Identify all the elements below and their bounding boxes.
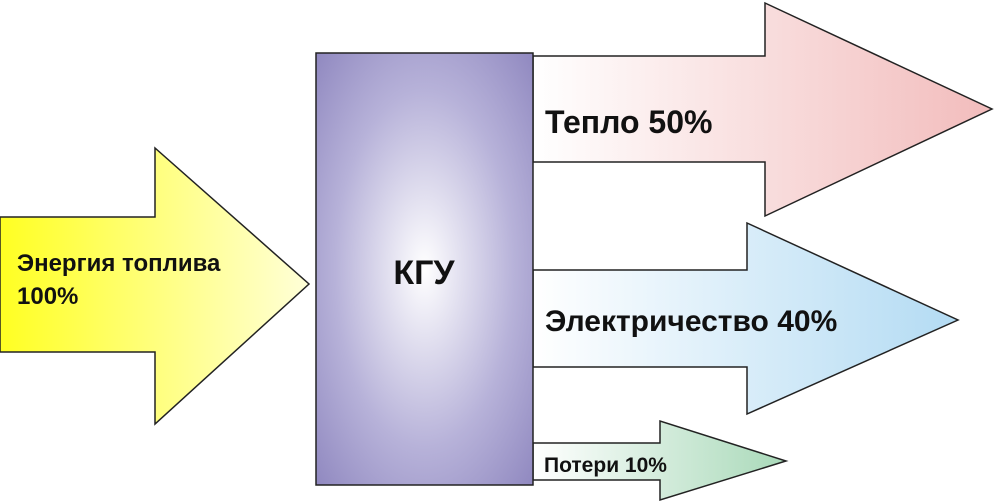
fuel-energy-arrow — [0, 146, 311, 426]
heat-arrow — [532, 1, 994, 218]
fuel-energy-label-line1: Энергия топлива — [17, 250, 221, 277]
cogeneration-unit-box — [315, 52, 534, 486]
electricity-label: Электричество 40% — [545, 305, 837, 338]
fuel-energy-label-line2: 100% — [17, 283, 78, 310]
losses-label: Потери 10% — [544, 454, 667, 477]
heat-label: Тепло 50% — [545, 104, 712, 140]
losses-arrow — [532, 419, 789, 502]
electricity-arrow — [532, 221, 960, 416]
cogeneration-unit-label: КГУ — [393, 254, 455, 292]
